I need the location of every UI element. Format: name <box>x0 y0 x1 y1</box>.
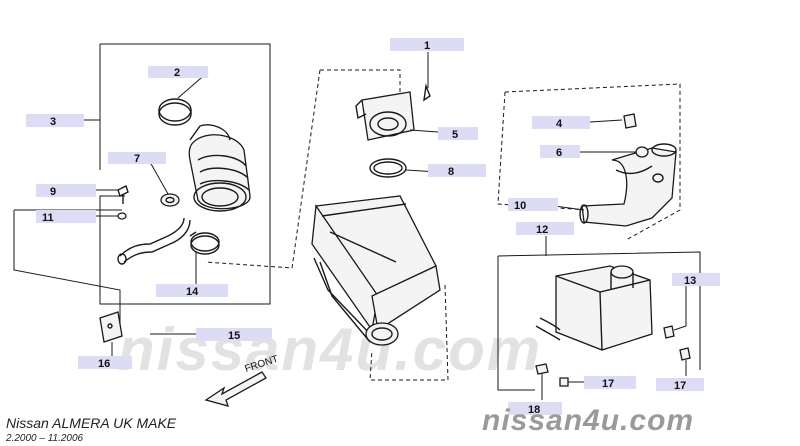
svg-text:13: 13 <box>684 275 696 287</box>
watermark-corner: nissan4u.com <box>482 404 694 437</box>
svg-text:3: 3 <box>50 116 56 128</box>
bolt-18 <box>535 363 549 400</box>
svg-text:17: 17 <box>674 380 686 392</box>
resonator-12 <box>535 265 653 351</box>
resonator-pipe-10 <box>579 143 677 227</box>
watermark-center: nissan4u.com <box>118 316 542 383</box>
bent-hose <box>117 217 191 265</box>
svg-text:5: 5 <box>452 129 458 141</box>
bolt-4 <box>589 113 637 129</box>
svg-text:16: 16 <box>98 358 110 370</box>
svg-text:17: 17 <box>602 378 614 390</box>
hose-clamp-14 <box>189 231 220 255</box>
callout-17-left: 17 <box>584 376 636 390</box>
washer-11 <box>117 212 127 220</box>
grommet-6 <box>580 146 649 158</box>
callout-17-right: 17 <box>656 378 704 392</box>
svg-text:4: 4 <box>556 118 563 130</box>
callout-12: 12 <box>516 222 574 236</box>
callout-3: 3 <box>26 114 84 128</box>
callout-15: 15 <box>196 328 272 342</box>
callout-13: 13 <box>672 273 720 287</box>
callout-11: 11 <box>36 210 96 224</box>
svg-text:2: 2 <box>174 67 180 79</box>
right-group-frame <box>497 83 701 391</box>
grommet-7 <box>160 193 180 207</box>
callout-1: 1 <box>390 38 464 52</box>
callout-6: 6 <box>540 145 580 159</box>
sensor-1 <box>423 52 431 102</box>
left-group-frame <box>13 43 271 330</box>
svg-text:18: 18 <box>528 404 540 416</box>
callout-4: 4 <box>532 116 590 130</box>
callout-18: 18 <box>508 402 562 416</box>
intake-duct <box>188 124 251 212</box>
o-ring-8 <box>369 158 439 178</box>
air-flow-meter-5 <box>355 91 439 141</box>
center-group-frame <box>204 69 449 381</box>
svg-text:8: 8 <box>448 166 454 178</box>
screw-17-left <box>559 377 584 387</box>
clip-13 <box>663 280 687 339</box>
callout-5: 5 <box>438 127 478 141</box>
callout-10: 10 <box>508 198 558 212</box>
caption-dates: 2.2000 – 11.2006 <box>5 433 84 444</box>
callout-14: 14 <box>156 284 228 298</box>
callout-9: 9 <box>36 184 96 198</box>
callout-8: 8 <box>428 164 486 178</box>
svg-text:1: 1 <box>424 40 430 52</box>
bolt-9 <box>117 185 129 204</box>
hose-clamp-2 <box>158 98 192 126</box>
bracket-16 <box>99 311 123 343</box>
svg-text:15: 15 <box>228 330 240 342</box>
svg-text:6: 6 <box>556 147 562 159</box>
callout-7: 7 <box>108 152 166 165</box>
svg-text:10: 10 <box>514 200 526 212</box>
air-cleaner-box <box>311 195 441 346</box>
svg-text:7: 7 <box>134 153 140 165</box>
svg-text:11: 11 <box>42 212 54 224</box>
svg-text:9: 9 <box>50 186 56 198</box>
screw-17-right <box>679 347 691 376</box>
callout-2: 2 <box>148 66 208 79</box>
svg-text:12: 12 <box>536 224 548 236</box>
callout-16: 16 <box>78 356 132 370</box>
caption-model: Nissan ALMERA UK MAKE <box>6 415 177 431</box>
svg-text:14: 14 <box>186 286 199 298</box>
